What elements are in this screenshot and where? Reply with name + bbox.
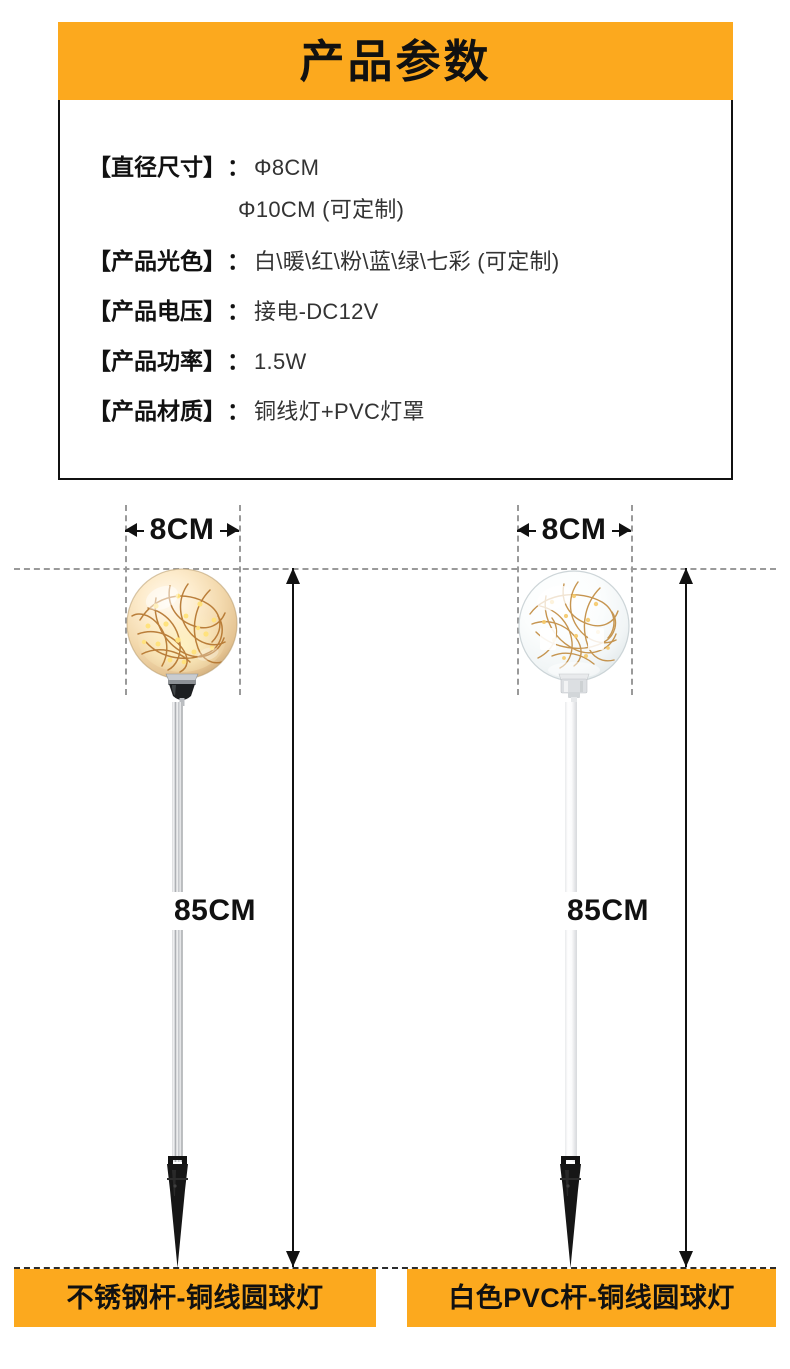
spec-colon: ： [227, 298, 250, 324]
spec-row-continuation: Φ10CM (可定制) [88, 192, 721, 224]
spec-row: 【产品电压】 ： 接电-DC12V [88, 292, 721, 326]
pole-stainless-steel [172, 702, 183, 1162]
ground-spike [556, 1156, 585, 1268]
spec-value: 1.5W [254, 349, 307, 374]
spec-key: 【直径尺寸】 [88, 154, 226, 180]
spec-value: Φ10CM (可定制) [238, 197, 405, 222]
arrow-right-icon [227, 523, 239, 537]
product-diagram-area: 8CM [0, 480, 790, 1369]
right-globe-guide-left [517, 505, 519, 695]
pole-white-pvc [565, 702, 577, 1162]
left-globe-guide-left [125, 505, 127, 695]
top-reference-line [14, 568, 776, 570]
ground-reference-line [14, 1267, 776, 1269]
ground-spike [163, 1156, 192, 1268]
arrow-down-icon [679, 1251, 693, 1267]
left-diameter-dimension: 8CM [125, 510, 239, 550]
spec-value: 白\暖\红\粉\蓝\绿\七彩 (可定制) [254, 249, 560, 274]
arrow-left-icon [517, 523, 529, 537]
spec-key: 【产品电压】 [88, 298, 226, 324]
spec-colon: ： [227, 248, 250, 274]
globe-clear-copper-wire [518, 570, 630, 682]
base-chrome [164, 672, 200, 706]
spec-value: Φ8CM [254, 155, 320, 180]
base-white [556, 672, 592, 706]
spec-list: 【直径尺寸】 ： Φ8CM Φ10CM (可定制) 【产品光色】 ： 白\暖\红… [88, 148, 721, 442]
page-title: 产品参数 [299, 35, 492, 87]
caption-text: 白色PVC杆-铜线圆球灯 [448, 1282, 735, 1313]
spec-value: 铜线灯+PVC灯罩 [254, 399, 425, 424]
left-globe-guide-right [239, 505, 241, 695]
spec-table: 【直径尺寸】 ： Φ8CM Φ10CM (可定制) 【产品光色】 ： 白\暖\红… [58, 100, 733, 480]
arrow-left-icon [125, 523, 137, 537]
spec-value: 接电-DC12V [254, 299, 379, 324]
left-height-label: 85CM [167, 892, 262, 930]
spec-colon: ： [227, 398, 250, 424]
left-diameter-label: 8CM [143, 515, 221, 545]
right-height-label: 85CM [560, 892, 655, 930]
spec-colon: ： [227, 348, 250, 374]
right-globe-guide-right [631, 505, 633, 695]
spec-row: 【产品功率】 ： 1.5W [88, 342, 721, 376]
spec-colon: ： [227, 154, 250, 180]
caption-white-pvc: 白色PVC杆-铜线圆球灯 [407, 1269, 776, 1327]
spec-row: 【产品材质】 ： 铜线灯+PVC灯罩 [88, 392, 721, 426]
spec-row: 【直径尺寸】 ： Φ8CM [88, 148, 721, 182]
caption-text: 不锈钢杆-铜线圆球灯 [66, 1282, 324, 1313]
arrow-down-icon [286, 1251, 300, 1267]
spec-key: 【产品材质】 [88, 398, 226, 424]
arrow-up-icon [679, 568, 693, 584]
right-height-dimension [679, 568, 693, 1267]
caption-stainless-steel: 不锈钢杆-铜线圆球灯 [14, 1269, 376, 1327]
left-height-dimension [286, 568, 300, 1267]
spec-key: 【产品功率】 [88, 348, 226, 374]
product-spec-banner: 产品参数 [58, 22, 733, 100]
right-diameter-label: 8CM [535, 515, 613, 545]
arrow-up-icon [286, 568, 300, 584]
right-diameter-dimension: 8CM [517, 510, 631, 550]
globe-amber-copper-wire [126, 568, 238, 680]
spec-row: 【产品光色】 ： 白\暖\红\粉\蓝\绿\七彩 (可定制) [88, 242, 721, 276]
arrow-right-icon [619, 523, 631, 537]
spec-key: 【产品光色】 [88, 248, 226, 274]
